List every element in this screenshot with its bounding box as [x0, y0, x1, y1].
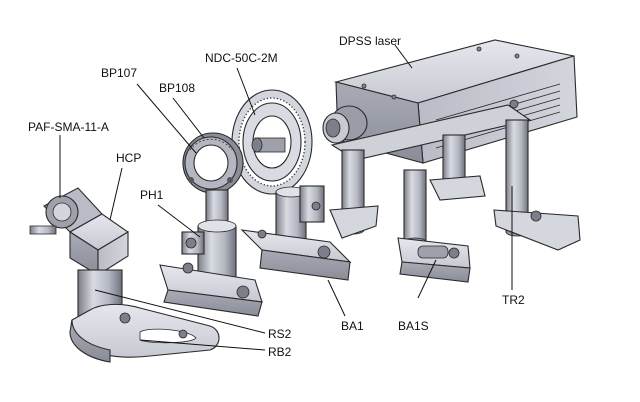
- label-bp107: BP107: [101, 66, 137, 80]
- leader-ndc: [236, 67, 256, 116]
- label-ba1: BA1: [341, 319, 364, 333]
- label-dpss-laser: DPSS laser: [339, 34, 401, 48]
- ndc-filter-wheel: [231, 89, 313, 195]
- leader-rb2: [139, 339, 266, 351]
- label-ph1: PH1: [140, 188, 164, 202]
- leader-ph1: [157, 204, 201, 238]
- leader-dpss: [394, 44, 413, 69]
- ba1s-base: [397, 237, 471, 283]
- label-rs2: RS2: [268, 327, 292, 341]
- leader-ba1s: [417, 259, 437, 299]
- leader-rs2: [94, 289, 266, 334]
- bp-post-and-base: [159, 189, 263, 317]
- label-hcp: HCP: [116, 151, 141, 165]
- hcp-clamp: [68, 213, 130, 276]
- label-rb2: RB2: [268, 345, 292, 359]
- leader-hcp: [109, 167, 123, 221]
- label-bp108: BP108: [159, 81, 195, 95]
- rb2-base: [69, 303, 220, 363]
- label-paf-sma-11-a: PAF-SMA-11-A: [28, 120, 109, 134]
- laser-rear-bases: [329, 99, 581, 251]
- paf-fiber-adapter: [29, 187, 103, 235]
- leader-bp108: [172, 97, 205, 139]
- label-tr2: TR2: [502, 293, 525, 307]
- label-ndc-50c-2m: NDC-50C-2M: [205, 51, 278, 65]
- laser-aperture-knob: [322, 105, 368, 144]
- leader-ba1: [327, 279, 346, 317]
- leader-bp107: [136, 83, 197, 154]
- label-ba1s: BA1S: [398, 319, 429, 333]
- leader-lines: [59, 44, 513, 351]
- ndc-post-and-ba1-base: [240, 185, 352, 281]
- bp-filter-ring: [182, 132, 244, 194]
